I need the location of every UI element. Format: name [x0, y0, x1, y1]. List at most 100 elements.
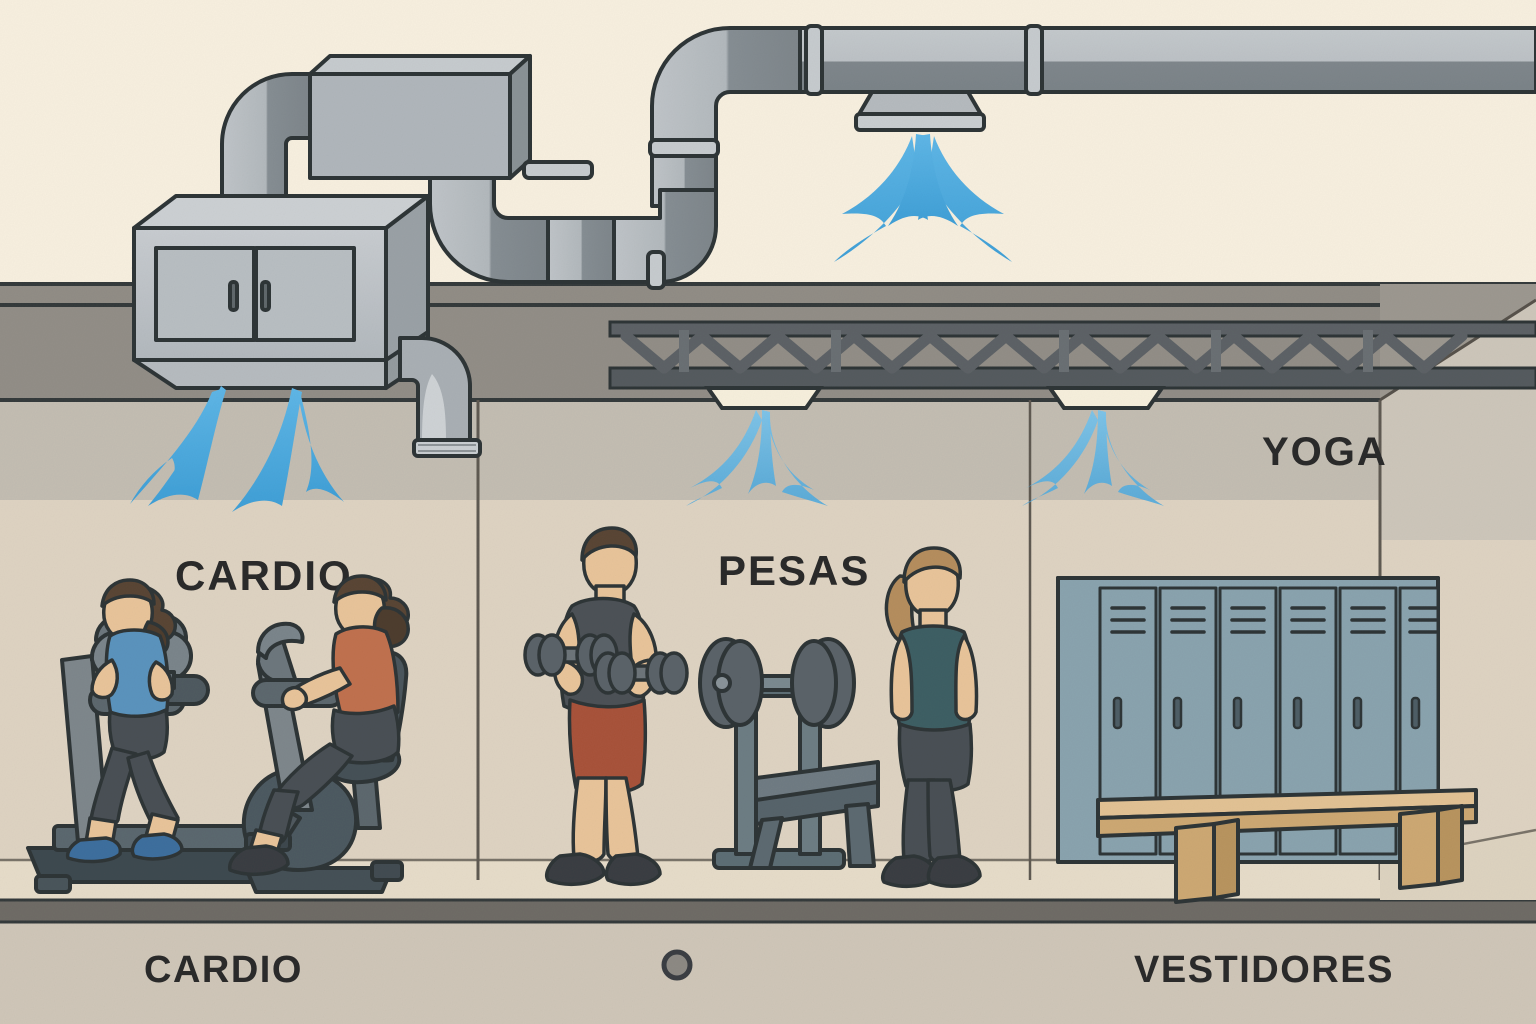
- flange-ring-2: [1024, 24, 1044, 96]
- standing-hair-top: [902, 546, 962, 584]
- bench-leg-right: [844, 802, 876, 868]
- right-wall-receding: [1380, 300, 1536, 540]
- label-pesas-wall: PESAS: [718, 547, 870, 594]
- duct-box-left-side: [508, 54, 532, 180]
- truss-web-members: [620, 330, 1468, 374]
- outlet-register-grille: [412, 438, 482, 458]
- lifter-shoe-right: [604, 852, 662, 887]
- floor-drain-icon: [661, 949, 693, 981]
- floor-label-vestidores: VESTIDORES: [1134, 949, 1394, 991]
- duct-flanges: [522, 24, 1044, 290]
- rider-shoe: [227, 844, 290, 876]
- person-treadmill-runner: [65, 578, 184, 864]
- standing-shoe-left: [881, 854, 938, 889]
- duct-box-left: [308, 72, 512, 180]
- ahu-handle-left: [228, 280, 239, 312]
- floor-strip-dark: [0, 900, 1536, 922]
- airflow-arrow-cardio-right: [232, 388, 302, 512]
- barbell-plate-hub-left: [712, 673, 732, 693]
- ceiling-truss: [608, 320, 1536, 390]
- ahu-top: [132, 194, 430, 230]
- dumbbell-right-plates: [593, 651, 689, 695]
- air-handler-unit: [132, 194, 430, 390]
- bench-leg-right: [1398, 808, 1440, 890]
- bike-rear-foot: [370, 860, 404, 882]
- airflow-arrow-pesas-right-c: [1084, 410, 1112, 494]
- locker-bench: [1096, 788, 1478, 904]
- truss-vertical-posts: [679, 330, 1373, 372]
- flat-bench: [748, 760, 880, 870]
- runner-shoe-front: [130, 832, 184, 861]
- flange-ring-4: [646, 250, 666, 290]
- person-bike-rider: [227, 574, 410, 876]
- locker-vent-slots: [1110, 606, 1438, 634]
- truss-top-chord: [608, 320, 1536, 338]
- ahu-bottom-skirt: [132, 358, 388, 390]
- person-standing-woman: [881, 546, 982, 889]
- airflow-arrow-pesas-right-a: [1022, 410, 1098, 506]
- airflow-arrow-cardio-left-main: [148, 386, 226, 506]
- lifter-shorts: [567, 698, 648, 795]
- bench-leg-left: [748, 816, 784, 870]
- treadmill-foot-front: [34, 874, 72, 894]
- standing-arm-right: [954, 634, 979, 722]
- airflow-arrow-pesas-left-a: [686, 410, 762, 506]
- duct-box-left-top: [308, 54, 532, 76]
- truss-bottom-chord: [608, 366, 1536, 390]
- ahu-side-outlet: [398, 336, 482, 458]
- bench-leg-left: [1174, 822, 1216, 904]
- airflow-arrow-cardio-left: [130, 388, 224, 504]
- runner-arm-back: [147, 660, 175, 702]
- barbell-plates-right: [790, 637, 856, 729]
- duct-lower-horizontal: [546, 216, 616, 284]
- airflow-arrow-pesas-right-b: [1102, 410, 1164, 506]
- rider-hand: [280, 685, 309, 712]
- light-fixture-1: [704, 386, 824, 410]
- airflow-arrows-cardio: [130, 386, 344, 512]
- airflow-arrow-diffuser-right: [928, 136, 1012, 262]
- bike-handlebar-curve: [256, 621, 305, 660]
- runner-shoe-back: [65, 836, 123, 864]
- light-fixture-2: [1046, 386, 1166, 410]
- runner-hips: [107, 708, 170, 762]
- dumbbells-held: [523, 633, 689, 695]
- runner-arm-front: [90, 658, 119, 700]
- bench-leg-left-inner: [1212, 818, 1240, 900]
- airflow-arrow-pesas-left-c: [748, 410, 776, 494]
- rack-base-bar: [712, 848, 846, 870]
- standing-arm-left: [889, 634, 914, 722]
- airflow-arrow-diffuser-right-2: [918, 134, 958, 226]
- outlet-elbow-highlight: [422, 374, 446, 442]
- diffuser-face: [854, 112, 986, 132]
- runner-hair-top: [100, 578, 156, 608]
- duct-elbow-upper-left: [650, 26, 802, 168]
- airflow-arrows-diffuser: [834, 134, 1012, 262]
- airflow-arrow-cardio-right-tail: [298, 392, 344, 502]
- ceiling-diffuser: [854, 90, 986, 132]
- floor-label-cardio: CARDIO: [144, 949, 303, 991]
- standing-hips: [897, 722, 974, 793]
- barbell-rack: [698, 637, 856, 870]
- duct-system: [214, 26, 1536, 284]
- airflow-arrow-diffuser-left: [834, 136, 918, 262]
- lifter-shoe-left: [545, 852, 606, 887]
- locker-handles[interactable]: [1112, 696, 1421, 730]
- ceiling-light-fixtures: [704, 386, 1166, 410]
- lifter-leg-left: [571, 776, 608, 864]
- floor-apron: [0, 922, 1536, 1024]
- rider-hair-top: [332, 574, 388, 604]
- ahu-door-left: [154, 246, 256, 342]
- label-yoga: YOGA: [1262, 430, 1388, 474]
- flange-ring-1: [804, 24, 824, 96]
- flange-ring-5: [522, 160, 594, 180]
- flange-ring-3: [648, 138, 720, 158]
- airflow-arrow-diffuser-left-2: [888, 134, 928, 226]
- lifter-hair: [580, 526, 638, 562]
- bench-leg-right-inner: [1436, 804, 1464, 886]
- label-cardio-wall: CARDIO: [175, 552, 353, 599]
- airflow-arrow-pesas-left-b: [766, 410, 828, 506]
- airflow-arrows-pesas: [686, 410, 1164, 506]
- bench-pad-side: [754, 780, 880, 826]
